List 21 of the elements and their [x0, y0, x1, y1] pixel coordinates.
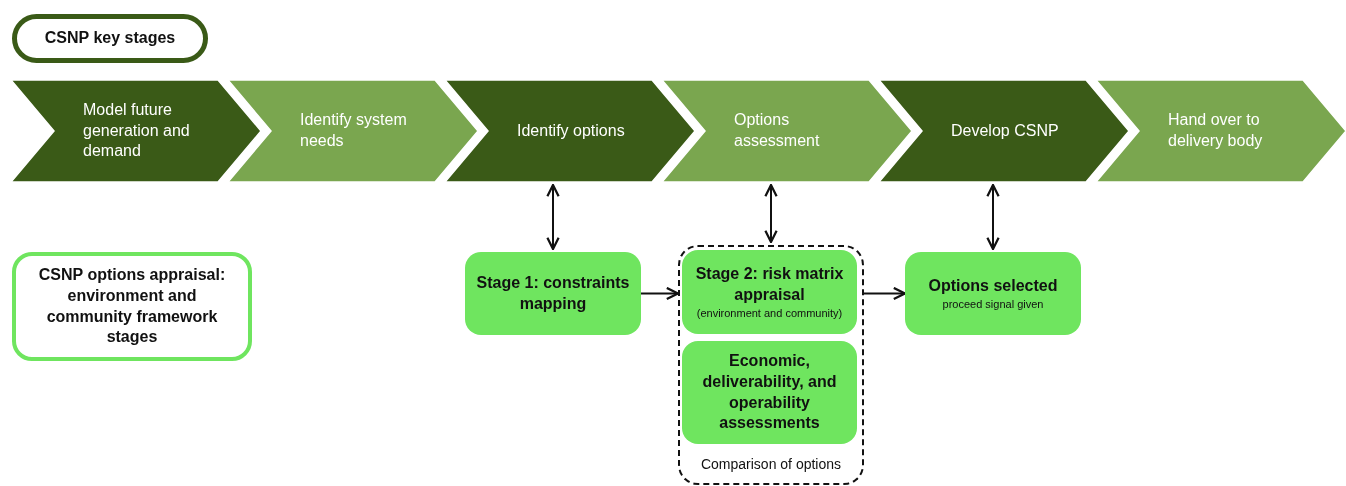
process-box [682, 250, 857, 334]
arrow [764, 183, 778, 244]
process-box [905, 252, 1081, 335]
dashed-group [678, 245, 864, 485]
process-box [682, 341, 857, 444]
box-text: Stage 1: constraints mapping [475, 272, 631, 314]
heading-text: CSNP key stages [44, 28, 176, 49]
group-caption: Comparison of options [700, 454, 842, 473]
arrow [863, 286, 907, 301]
heading-box [12, 252, 252, 361]
arrow [986, 183, 1000, 251]
heading-box [12, 14, 208, 63]
box-subtext: proceed signal given [942, 296, 1044, 312]
box-subtext: (environment and community) [696, 305, 843, 320]
box-text: Economic, deliverability, and operability assessments [701, 350, 838, 434]
box-text: Stage 2: risk matrix appraisal [694, 264, 845, 305]
heading-text: CSNP options appraisal: environment and community framework stages [37, 264, 227, 348]
arrow [546, 183, 560, 251]
box-text: Options selected [928, 275, 1058, 296]
arrow [640, 286, 680, 301]
process-box [465, 252, 641, 335]
